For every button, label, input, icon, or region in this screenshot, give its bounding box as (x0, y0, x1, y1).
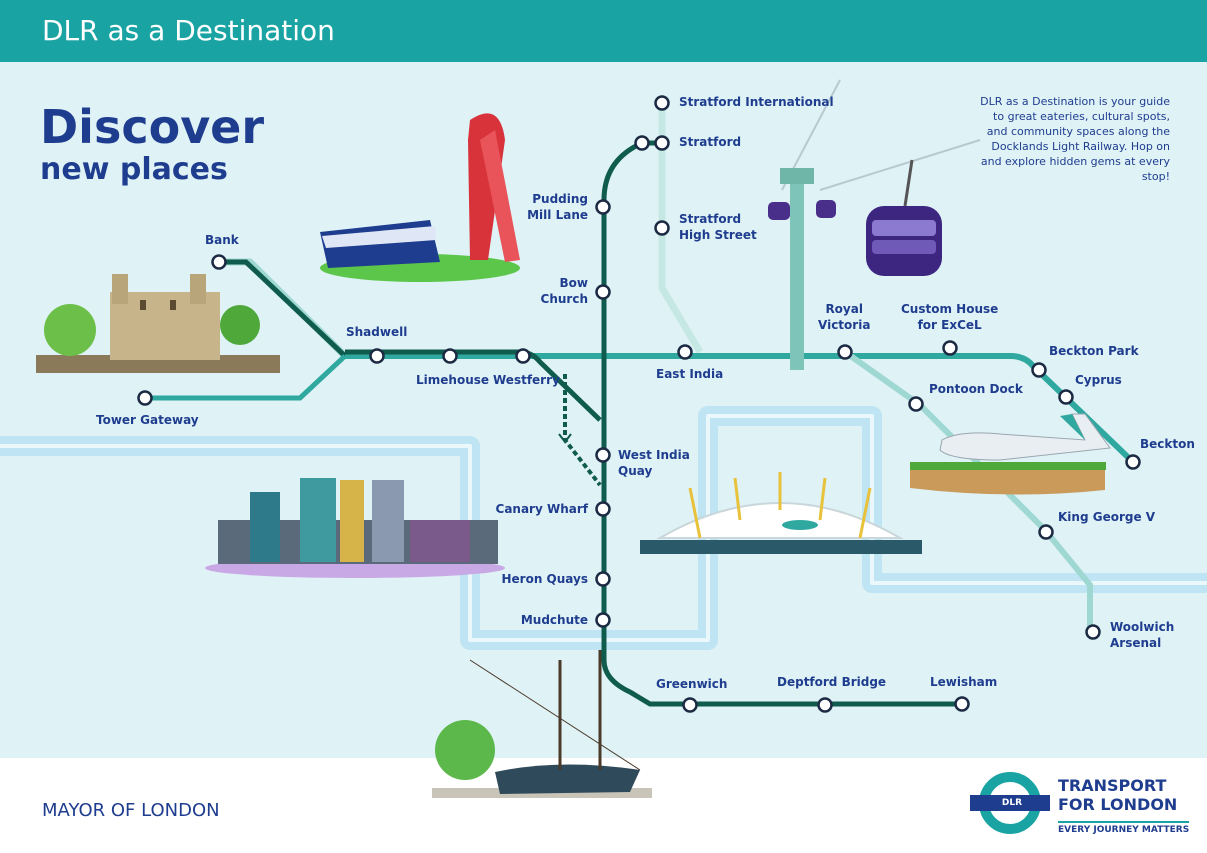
station-stratford-b[interactable] (654, 135, 670, 151)
station-beckton-park[interactable] (1031, 362, 1047, 378)
station-heron-quays[interactable] (595, 571, 611, 587)
station-woolwich-arsenal[interactable] (1085, 624, 1101, 640)
label-westferry[interactable]: Westferry (493, 373, 560, 387)
label-woolwich-arsenal[interactable]: Woolwich Arsenal (1110, 620, 1175, 650)
roundel-label: DLR (1001, 798, 1023, 808)
label-custom-house[interactable]: Custom House for ExCeL (901, 302, 999, 332)
label-beckton[interactable]: Beckton (1140, 437, 1195, 451)
label-king-george-v[interactable]: King George V (1058, 510, 1156, 524)
label-limehouse[interactable]: Limehouse (416, 373, 490, 387)
label-stratford-high-street[interactable]: Stratford High Street (679, 212, 757, 242)
label-stratford[interactable]: Stratford (679, 135, 742, 149)
station-custom-house[interactable] (942, 340, 958, 356)
station-greenwich[interactable] (682, 697, 698, 713)
label-stratford-international[interactable]: Stratford International (679, 95, 834, 109)
line-bank-shadwell (219, 259, 347, 358)
stations (137, 95, 1141, 713)
airplane-icon (910, 413, 1111, 495)
hero-title: Discover (40, 100, 265, 154)
station-canary-wharf[interactable] (595, 501, 611, 517)
line-stratford-lewisham (601, 140, 962, 707)
dlr-lines (145, 103, 1136, 707)
label-tower-gateway[interactable]: Tower Gateway (96, 413, 199, 427)
page-header: DLR as a Destination (0, 0, 1207, 62)
station-westferry[interactable] (515, 348, 531, 364)
line-tower-gateway (145, 354, 347, 401)
station-bow-church[interactable] (595, 284, 611, 300)
label-shadwell[interactable]: Shadwell (346, 325, 408, 339)
label-deptford-bridge[interactable]: Deptford Bridge (777, 675, 887, 689)
hero-subtitle: new places (40, 152, 228, 187)
canary-wharf-icon (205, 478, 505, 578)
cutty-sark-icon (432, 650, 652, 798)
station-bank[interactable] (211, 254, 227, 270)
label-east-india[interactable]: East India (656, 367, 724, 381)
label-beckton-park[interactable]: Beckton Park (1049, 344, 1139, 358)
station-deptford-bridge[interactable] (817, 697, 833, 713)
station-stratford-high-street[interactable] (654, 220, 670, 236)
station-west-india-quay[interactable] (595, 447, 611, 463)
label-heron-quays[interactable]: Heron Quays (501, 572, 588, 586)
tower-of-london-icon (36, 274, 280, 373)
line-stratford-international (658, 103, 704, 354)
station-cyprus[interactable] (1058, 389, 1074, 405)
label-bow-church[interactable]: Bow Church (540, 276, 588, 306)
label-canary-wharf[interactable]: Canary Wharf (495, 502, 588, 516)
header-title: DLR as a Destination (42, 14, 335, 47)
label-greenwich[interactable]: Greenwich (656, 677, 728, 691)
station-king-george-v[interactable] (1038, 524, 1054, 540)
station-stratford-a[interactable] (634, 135, 650, 151)
label-cyprus[interactable]: Cyprus (1075, 373, 1122, 387)
label-west-india-quay[interactable]: West India Quay (618, 448, 690, 478)
station-pontoon-dock[interactable] (908, 396, 924, 412)
mayor-of-london-logo: MAYOR OF LONDON (42, 800, 220, 821)
station-tower-gateway[interactable] (137, 390, 153, 406)
olympic-park-icon (320, 113, 520, 282)
label-mudchute[interactable]: Mudchute (520, 613, 588, 627)
station-royal-victoria[interactable] (837, 344, 853, 360)
station-lewisham[interactable] (954, 696, 970, 712)
label-bank[interactable]: Bank (205, 233, 239, 247)
tfl-logo-text: TRANSPORT FOR LONDON (1058, 776, 1178, 814)
label-royal-victoria[interactable]: Royal Victoria (818, 302, 871, 332)
tfl-tagline: EVERY JOURNEY MATTERS (1058, 821, 1190, 835)
cable-car-icon (768, 79, 981, 370)
station-limehouse[interactable] (442, 348, 458, 364)
station-mudchute[interactable] (595, 612, 611, 628)
intro-text: DLR as a Destination is your guide to gr… (980, 95, 1170, 183)
line-westferry-branch (563, 374, 602, 487)
label-lewisham[interactable]: Lewisham (930, 675, 998, 689)
tfl-roundel-icon (970, 772, 1050, 834)
station-stratford-international[interactable] (654, 95, 670, 111)
label-pontoon-dock[interactable]: Pontoon Dock (929, 382, 1023, 396)
station-beckton[interactable] (1125, 454, 1141, 470)
station-pudding-mill-lane[interactable] (595, 199, 611, 215)
label-pudding-mill-lane[interactable]: Pudding Mill Lane (527, 192, 588, 222)
o2-arena-icon (640, 472, 922, 554)
station-east-india[interactable] (677, 344, 693, 360)
station-shadwell[interactable] (369, 348, 385, 364)
